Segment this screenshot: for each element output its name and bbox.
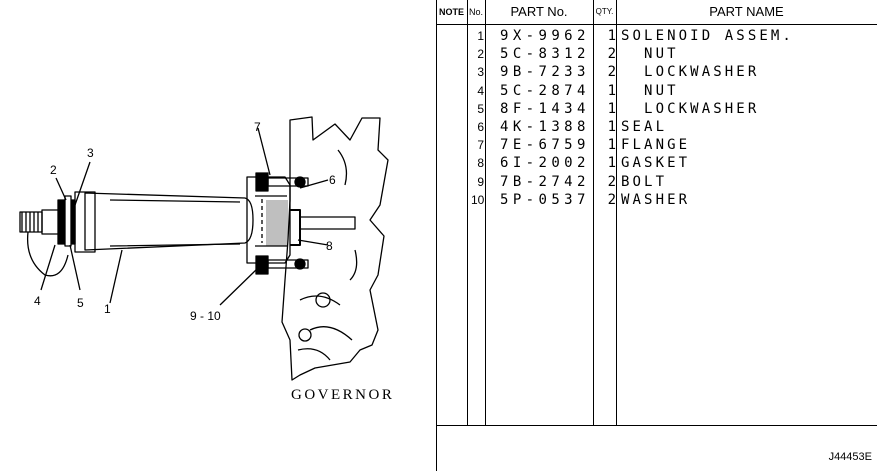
- row-9-name: BOLT: [621, 173, 668, 190]
- row-2-qty: 2: [607, 46, 616, 63]
- row-5-qty: 1: [607, 100, 616, 117]
- row-7-part-no: 7E-6759: [500, 137, 590, 154]
- header-part-no: PART No.: [510, 4, 568, 19]
- row-3-qty: 2: [607, 64, 616, 81]
- row-2-no: 2: [477, 47, 484, 62]
- footer-rule: [436, 425, 877, 426]
- row-10-part-no: 5P-0537: [500, 191, 590, 208]
- callout-6: 6: [329, 173, 336, 187]
- row-2-part-no: 5C-8312: [500, 46, 590, 63]
- row-9-no: 9: [477, 174, 484, 189]
- callout-9-10: 9 - 10: [190, 309, 221, 323]
- callout-3: 3: [87, 146, 94, 160]
- row-8-qty: 1: [607, 155, 616, 172]
- header-part-name: PART NAME: [709, 4, 784, 19]
- callout-2: 2: [50, 163, 57, 177]
- row-5-no: 5: [477, 101, 484, 116]
- callout-4: 4: [34, 294, 41, 308]
- row-7-name: FLANGE: [621, 137, 691, 154]
- callout-5: 5: [77, 296, 84, 310]
- parts-list-table: NOTE No. PART No. QTY. PART NAME 1 9X-996…: [436, 0, 877, 471]
- row-8-part-no: 6I-2002: [500, 155, 590, 172]
- header-no: No.: [468, 7, 483, 17]
- column-rule: [616, 0, 617, 425]
- drawing-code: J44453E: [828, 451, 872, 463]
- row-2-name: NUT: [621, 46, 679, 63]
- row-1-part-no: 9X-9962: [500, 28, 590, 44]
- row-6-name: SEAL: [621, 119, 668, 135]
- row-9-qty: 2: [607, 173, 616, 190]
- row-8-name: GASKET: [621, 155, 691, 172]
- column-rule: [485, 0, 486, 425]
- header-rule: [436, 24, 877, 25]
- row-1-name: SOLENOID ASSEM.: [621, 28, 794, 44]
- row-9-part-no: 7B-2742: [500, 173, 590, 190]
- row-1-no: 1: [477, 29, 484, 43]
- row-6-no: 6: [477, 120, 484, 134]
- row-3-part-no: 9B-7233: [500, 64, 590, 81]
- solenoid-drawing: [19, 116, 389, 381]
- governor-caption: GOVERNOR: [291, 387, 395, 403]
- row-4-name: NUT: [621, 82, 679, 99]
- row-1-qty: 1: [607, 28, 616, 44]
- column-rule: [467, 0, 468, 425]
- row-7-qty: 1: [607, 137, 616, 154]
- column-rule: [593, 0, 594, 425]
- callout-7: 7: [254, 120, 261, 134]
- row-4-no: 4: [477, 83, 484, 98]
- row-8-no: 8: [477, 156, 484, 171]
- row-10-no: 10: [471, 192, 485, 207]
- row-5-part-no: 8F-1434: [500, 100, 590, 117]
- row-7-no: 7: [477, 138, 484, 153]
- callout-8: 8: [326, 239, 333, 253]
- row-4-qty: 1: [607, 82, 616, 99]
- row-4-part-no: 5C-2874: [500, 82, 590, 99]
- callout-1: 1: [104, 302, 111, 316]
- row-3-name: LOCKWASHER: [621, 64, 760, 81]
- table-border-left: [436, 0, 437, 471]
- row-6-part-no: 4K-1388: [500, 119, 590, 135]
- header-note: NOTE: [438, 7, 464, 17]
- row-6-qty: 1: [607, 119, 616, 135]
- row-10-name: WASHER: [621, 191, 691, 208]
- header-qty: QTY.: [595, 7, 614, 16]
- row-3-no: 3: [477, 65, 484, 80]
- row-10-qty: 2: [607, 191, 616, 208]
- exploded-parts-drawing: 3 2 4 5 1 7 6 8 9 - 10 GOVERNOR: [0, 0, 436, 471]
- row-5-name: LOCKWASHER: [621, 100, 760, 117]
